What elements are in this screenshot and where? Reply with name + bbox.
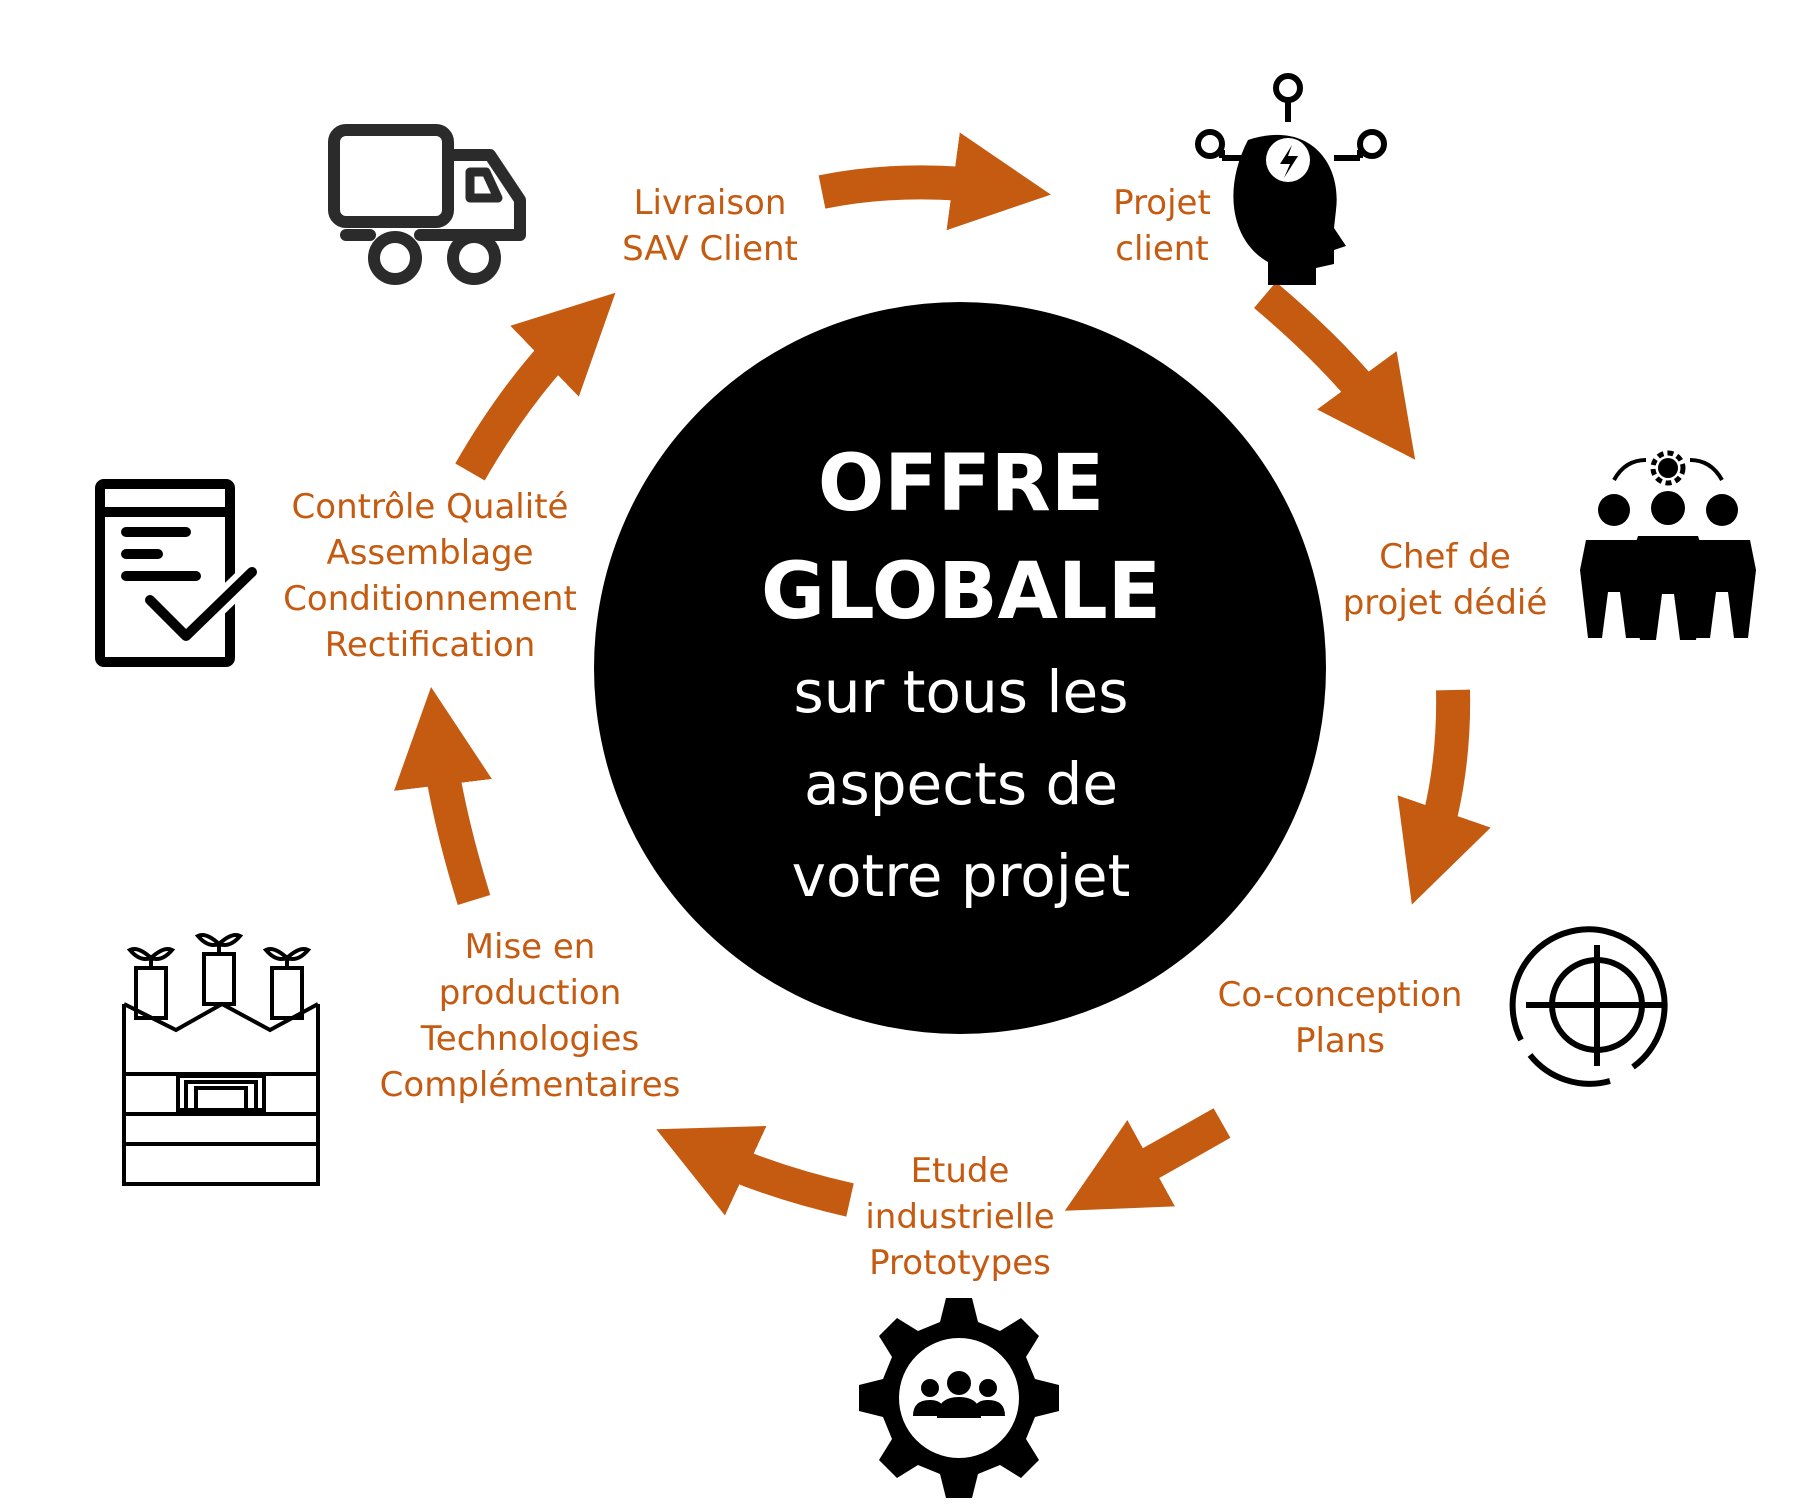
step-label-controle-qualite: Contrôle Qualité Assemblage Conditionnem… bbox=[270, 484, 590, 668]
gear-people-icon bbox=[859, 1298, 1059, 1498]
step-label-line: client bbox=[1115, 229, 1209, 269]
arrow-controle-to-livraison bbox=[455, 292, 616, 481]
factory-icon bbox=[122, 933, 320, 1186]
arrow-projet-to-chef bbox=[1254, 282, 1416, 460]
step-label-line: Co-conception bbox=[1217, 975, 1463, 1015]
step-label-mise-en-production: Mise en production Technologies Compléme… bbox=[360, 924, 700, 1108]
arrow-chef-to-coconception bbox=[1397, 689, 1491, 905]
center-title-line-1: OFFRE bbox=[817, 439, 1105, 529]
step-label-line: Mise en bbox=[464, 927, 596, 967]
step-label-chef-de-projet: Chef de projet dédié bbox=[1325, 534, 1565, 626]
center-circle bbox=[594, 302, 1326, 1034]
step-label-line: Livraison bbox=[633, 183, 787, 223]
step-label-line: Assemblage bbox=[326, 533, 534, 573]
step-label-line: Plans bbox=[1294, 1021, 1386, 1061]
step-label-line: Conditionnement bbox=[283, 579, 577, 619]
step-label-line: Prototypes bbox=[869, 1243, 1051, 1283]
step-label-line: industrielle bbox=[865, 1197, 1055, 1237]
step-label-line: production bbox=[438, 973, 622, 1013]
step-label-line: Contrôle Qualité bbox=[291, 487, 569, 527]
step-label-line: projet dédié bbox=[1342, 583, 1548, 623]
arrow-etude-to-production bbox=[656, 1126, 854, 1217]
center-subtitle-line-2: aspects de bbox=[803, 750, 1119, 818]
step-label-line: Rectification bbox=[324, 625, 536, 665]
arrow-coconception-to-etude bbox=[1064, 1108, 1231, 1211]
step-label-line: Projet bbox=[1113, 183, 1211, 223]
step-label-line: Technologies bbox=[420, 1019, 640, 1059]
center-title-line-2: GLOBALE bbox=[760, 547, 1162, 637]
cycle-arrows bbox=[394, 132, 1491, 1217]
checklist-document-icon bbox=[95, 479, 263, 667]
center-subtitle-line-1: sur tous les bbox=[793, 658, 1129, 726]
step-label-co-conception: Co-conception Plans bbox=[1200, 972, 1480, 1064]
step-label-line: SAV Client bbox=[622, 229, 798, 269]
center-subtitle-line-3: votre projet bbox=[791, 842, 1131, 910]
delivery-truck-icon bbox=[328, 124, 526, 285]
step-label-line: Etude bbox=[910, 1151, 1010, 1191]
head-lightbulb-icon bbox=[1195, 73, 1387, 285]
target-crosshair-icon bbox=[1509, 926, 1668, 1087]
step-label-etude-industrielle: Etude industrielle Prototypes bbox=[830, 1148, 1090, 1286]
arrow-livraison-to-projet bbox=[818, 132, 1051, 231]
step-label-line: Chef de bbox=[1379, 537, 1511, 577]
step-label-projet-client: Projet client bbox=[1092, 180, 1232, 272]
step-label-livraison: Livraison SAV Client bbox=[600, 180, 820, 272]
center-text: OFFRE GLOBALE sur tous les aspects de vo… bbox=[598, 430, 1324, 922]
step-label-line: Complémentaires bbox=[379, 1065, 681, 1105]
arrow-production-to-controle bbox=[394, 687, 492, 906]
team-gear-icon bbox=[1580, 450, 1756, 640]
